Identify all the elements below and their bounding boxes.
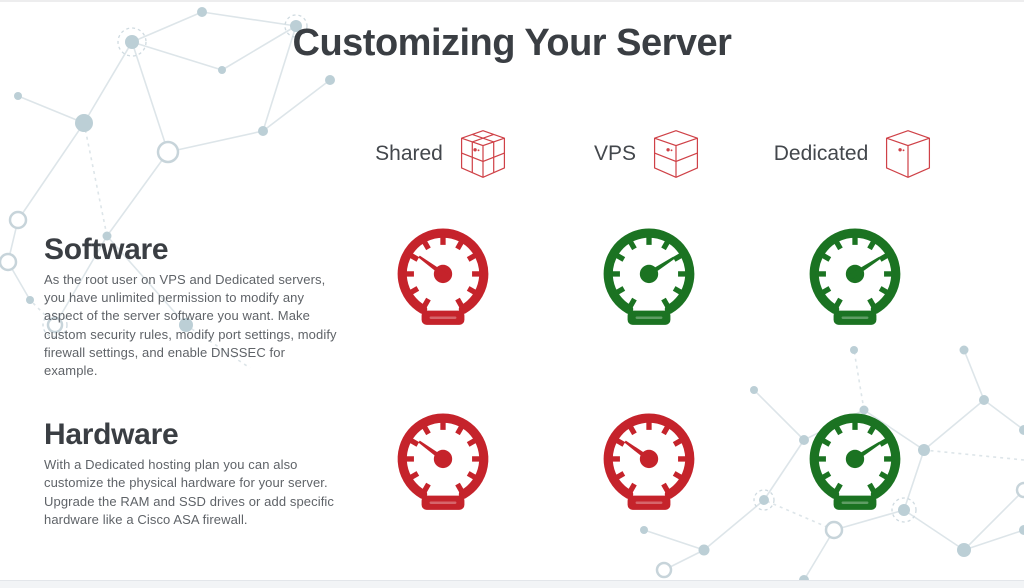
speedometer-icon — [598, 410, 700, 514]
hardware-row: Hardware With a Dedicated hosting plan y… — [0, 410, 1024, 529]
column-label-dedicated: Dedicated — [773, 142, 869, 165]
speedometer-icon — [598, 225, 700, 329]
gauge-software-shared — [340, 225, 546, 380]
plan-header-row: Shared VPS Dedicated — [0, 127, 1024, 181]
shared-cube-icon — [455, 127, 511, 181]
software-heading: Software — [44, 233, 169, 266]
speedometer-icon — [392, 225, 494, 329]
gauge-software-dedicated — [752, 225, 958, 380]
column-header-dedicated: Dedicated — [752, 127, 958, 181]
gauge-hardware-shared — [340, 410, 546, 529]
hardware-heading: Hardware — [44, 418, 179, 452]
column-header-vps: VPS — [546, 127, 752, 181]
gauge-software-vps — [546, 225, 752, 380]
slide: Customizing Your Server Shared VPS Dedic… — [0, 22, 1024, 529]
vps-cube-icon — [648, 127, 704, 181]
hardware-text-block: Hardware With a Dedicated hosting plan y… — [44, 410, 340, 529]
page-title: Customizing Your Server — [292, 22, 732, 64]
dedicated-cube-icon — [880, 127, 936, 181]
column-header-shared: Shared — [340, 127, 546, 181]
speedometer-icon — [392, 410, 494, 514]
page-bottom-strip — [0, 580, 1024, 588]
software-row: Software As the root user on VPS and Ded… — [0, 225, 1024, 380]
column-label-shared: Shared — [375, 142, 443, 165]
gauge-hardware-dedicated — [752, 410, 958, 529]
gauge-hardware-vps — [546, 410, 752, 529]
speedometer-icon — [804, 225, 906, 329]
hardware-description: With a Dedicated hosting plan you can al… — [44, 457, 335, 527]
software-description: As the root user on VPS and Dedicated se… — [44, 272, 337, 378]
software-text-block: Software As the root user on VPS and Ded… — [44, 225, 340, 380]
speedometer-icon — [804, 410, 906, 514]
column-label-vps: VPS — [593, 142, 637, 165]
